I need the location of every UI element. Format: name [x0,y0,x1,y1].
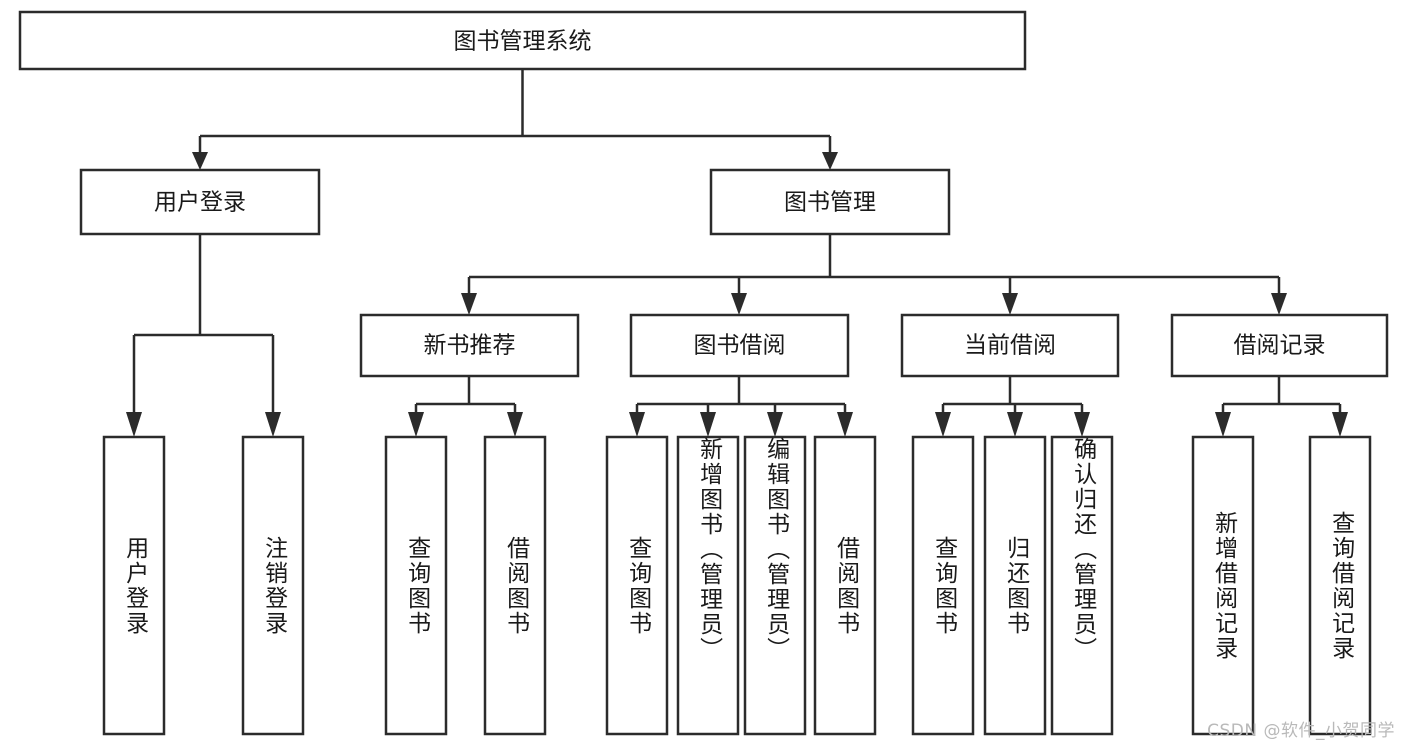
leaf-box-user-login[interactable] [102,435,166,736]
leaf-box-logout[interactable] [241,435,305,736]
connector-group-book-manage-to-level3 [461,234,1287,315]
leaf-box-borrow-book-recommend[interactable] [483,435,547,736]
arrow-head-current-borrow [1002,293,1018,315]
arrow-head-leaf-query-book-recommend [408,412,424,437]
leaf-box-edit-book-admin[interactable] [743,435,807,736]
arrow-head-leaf-user-login [126,412,142,437]
node-root-label: 图书管理系统 [454,29,592,55]
arrow-head-borrow-record [1271,293,1287,315]
node-borrow-record[interactable]: 借阅记录 [1170,313,1389,378]
leaf-box-query-borrow-record[interactable] [1308,435,1372,736]
node-new-book-recommend-label: 新书推荐 [424,333,516,359]
node-user-login-box[interactable] [79,168,321,236]
node-current-borrow[interactable]: 当前借阅 [900,313,1120,378]
arrow-head-leaf-query-book-current [935,412,951,437]
node-root-box[interactable] [18,10,1027,71]
node-book-borrow-box[interactable] [629,313,850,378]
arrow-head-leaf-borrow-book-recommend [507,412,523,437]
arrow-head-leaf-logout [265,412,281,437]
leaf-box-add-book-admin[interactable] [676,435,740,736]
arrow-head-leaf-borrow-book [837,412,853,437]
arrow-head-leaf-query-borrow-record [1332,412,1348,437]
leaf-box-confirm-return-admin[interactable] [1050,435,1114,736]
node-root[interactable]: 图书管理系统 [18,10,1027,71]
node-book-borrow[interactable]: 图书借阅 [629,313,850,378]
leaf-box-query-book-recommend[interactable] [384,435,448,736]
leaf-box-borrow-book[interactable] [813,435,877,736]
node-user-login[interactable]: 用户登录 [79,168,321,236]
leaf-box-query-book-borrow[interactable] [605,435,669,736]
node-user-login-label: 用户登录 [154,190,246,216]
node-book-borrow-label: 图书借阅 [694,333,786,359]
leaf-box-return-book[interactable] [983,435,1047,736]
connector-group-book-borrow-to-leaves [629,376,853,437]
arrow-head-leaf-return-book [1007,412,1023,437]
arrow-head-leaf-edit-book-admin [767,412,783,437]
arrow-head-leaf-query-book-borrow [629,412,645,437]
leaf-box-add-borrow-record[interactable] [1191,435,1255,736]
node-current-borrow-label: 当前借阅 [964,333,1056,359]
node-current-borrow-box[interactable] [900,313,1120,378]
arrow-head-user-login [192,152,208,170]
arrow-head-leaf-confirm-return-admin [1074,412,1090,437]
node-borrow-record-label: 借阅记录 [1234,333,1326,359]
connector-group-borrow-record-to-leaves [1215,376,1348,437]
arrow-head-book-borrow [731,293,747,315]
arrow-head-book-manage [822,152,838,170]
connector-group-new-book-recommend-to-leaves [408,376,523,437]
leaf-box-query-book-current[interactable] [911,435,975,736]
node-borrow-record-box[interactable] [1170,313,1389,378]
csdn-watermark: CSDN @软件_小贺同学 [1207,721,1395,741]
arrow-head-leaf-add-borrow-record [1215,412,1231,437]
connector-group-user-login-to-leaves [126,234,281,437]
leaf-boxes [102,435,1372,736]
arrow-head-leaf-add-book-admin [700,412,716,437]
node-book-manage-box[interactable] [709,168,951,236]
arrow-head-new-book-recommend [461,293,477,315]
node-book-manage[interactable]: 图书管理 [709,168,951,236]
node-new-book-recommend-box[interactable] [359,313,580,378]
connector-group-root-to-level2 [192,69,838,170]
node-book-manage-label: 图书管理 [784,190,876,216]
connector-group-current-borrow-to-leaves [935,376,1090,437]
node-new-book-recommend[interactable]: 新书推荐 [359,313,580,378]
